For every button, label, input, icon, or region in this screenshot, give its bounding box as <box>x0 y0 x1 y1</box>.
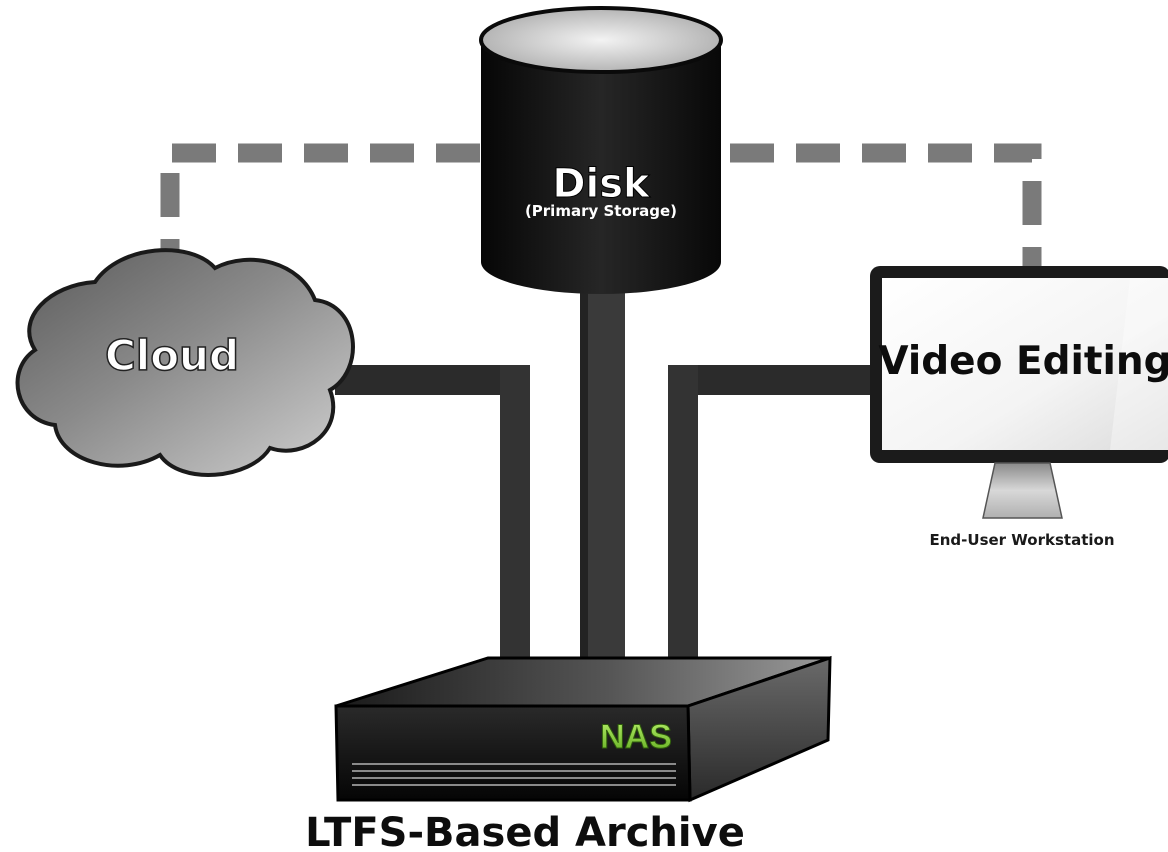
nas-vent-lines <box>352 763 676 786</box>
disk-cylinder-body <box>481 40 721 294</box>
monitor-screen-label: Video Editing <box>878 339 1168 384</box>
nas-front-face <box>334 704 692 802</box>
pipe-cloud-vertical <box>500 365 530 665</box>
monitor-screen <box>882 278 1168 450</box>
dashed-link-disk-workstation <box>730 143 1042 268</box>
monitor-glare <box>1110 278 1168 450</box>
cloud-label: Cloud <box>105 331 239 380</box>
archive-node: NAS LTFS-Based Archive <box>305 655 832 852</box>
nas-badge: NAS <box>600 718 672 756</box>
workstation-node: Video Editing End-User Workstation <box>870 266 1168 549</box>
pipe-workstation-horizontal <box>668 365 878 395</box>
pipe-disk-shade <box>580 270 588 665</box>
cloud-node: Cloud <box>15 248 355 477</box>
pipe-workstation-vertical <box>668 365 698 665</box>
disk-node: Disk (Primary Storage) <box>479 6 723 294</box>
dashed-connectors <box>160 143 1042 278</box>
workstation-caption: End-User Workstation <box>930 531 1115 549</box>
disk-cylinder-top <box>479 6 723 74</box>
disk-label: Disk <box>552 161 651 207</box>
solid-connectors <box>335 270 878 665</box>
cloud-shape <box>15 248 355 477</box>
monitor-stand <box>982 462 1063 519</box>
archive-caption: LTFS-Based Archive <box>305 810 745 852</box>
dashed-link-disk-cloud <box>160 143 480 278</box>
pipe-cloud-horizontal <box>335 365 530 395</box>
disk-sublabel: (Primary Storage) <box>525 202 677 220</box>
